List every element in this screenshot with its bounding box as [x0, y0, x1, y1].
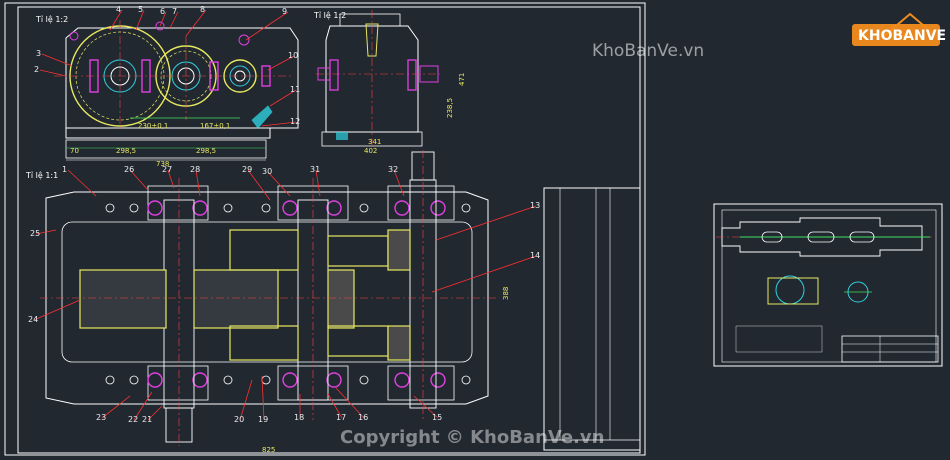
part-number-label: 17: [336, 413, 346, 422]
leader-line: [269, 89, 297, 107]
leader-line: [101, 395, 131, 419]
part-number-label: 23: [96, 413, 106, 422]
leader-line: [247, 169, 271, 201]
leader-line: [167, 169, 175, 189]
leader-line: [327, 393, 343, 419]
leader-line: [67, 169, 97, 197]
dimension-label: 230±0,1: [138, 122, 168, 130]
dimension-label: 167±0,1: [200, 122, 230, 130]
part-number-label: 5: [138, 5, 143, 14]
part-number-label: 16: [358, 413, 368, 422]
leader-line: [431, 255, 537, 293]
part-number-label: 13: [530, 201, 540, 210]
part-number-label: 11: [290, 85, 300, 94]
part-number-label: 15: [432, 413, 442, 422]
part-number-label: 14: [530, 251, 540, 260]
leader-line: [267, 55, 295, 71]
plan-view: [40, 150, 496, 446]
main-sheet: [4, 2, 646, 456]
dimension-label: 471: [458, 73, 466, 86]
part-number-label: 8: [200, 5, 205, 14]
part-number-label: 27: [162, 165, 172, 174]
leader-line: [393, 169, 405, 197]
scale-labels: Tỉ lệ 1:2 Tỉ lệ 1:2 Tỉ lệ 1:1: [25, 10, 346, 180]
front-view: [54, 20, 299, 161]
leader-line: [261, 121, 297, 127]
part-number-label: 25: [30, 229, 40, 238]
scale-label: Tỉ lệ 1:1: [25, 170, 58, 180]
part-number-label: 4: [116, 5, 121, 14]
part-number-label: 29: [242, 165, 252, 174]
part-number-label: 28: [190, 165, 200, 174]
leader-line: [239, 379, 253, 421]
side-view: [316, 10, 440, 150]
part-number-label: 32: [388, 165, 398, 174]
leader-line: [169, 11, 179, 29]
leader-line: [129, 169, 149, 191]
part-number-label: 24: [28, 315, 38, 324]
khobanve-logo: KHOBANVE: [852, 12, 946, 46]
leader-line: [33, 299, 81, 321]
part-number-label: 7: [172, 7, 177, 16]
shaft-detail-sheet: [713, 203, 943, 367]
leader-line: [109, 9, 123, 31]
dimension-label: 298,5: [116, 147, 136, 155]
leader-line: [135, 9, 145, 31]
part-number-label: 2: [34, 65, 39, 74]
part-number-label: 12: [290, 117, 300, 126]
scale-label: Tỉ lệ 1:2: [313, 10, 346, 20]
part-number-label: 22: [128, 415, 138, 424]
part-number-label: 31: [310, 165, 320, 174]
leader-line: [35, 229, 57, 235]
dimension-label: 825: [262, 446, 275, 454]
logo-text: KHOBANVE: [858, 28, 946, 44]
leader-line: [185, 9, 207, 37]
watermark-copyright: Copyright © KhoBanVe.vn: [340, 427, 604, 448]
dimension-labels: 230±0,1 167±0,1 70 298,5 298,5 738 471 238,5 341…: [70, 73, 510, 454]
part-number-label: 26: [124, 165, 134, 174]
parts-list-table: [543, 187, 641, 451]
dimension-label: 298,5: [196, 147, 216, 155]
part-number-label: 19: [258, 415, 268, 424]
leader-line: [267, 171, 291, 197]
dimension-label: 341: [368, 138, 381, 146]
leader-line: [335, 387, 365, 419]
part-number-label: 10: [288, 51, 298, 60]
leader-line: [133, 391, 153, 421]
dimension-label: 402: [364, 147, 377, 155]
part-number-label: 18: [294, 413, 304, 422]
dimension-label: 70: [70, 147, 79, 155]
part-number-label: 3: [36, 49, 41, 58]
part-number-label: 6: [160, 7, 165, 16]
leader-line: [261, 375, 265, 421]
part-number-label: 30: [262, 167, 272, 176]
watermark-site: KhoBanVe.vn: [592, 41, 704, 61]
dimension-label: 388: [502, 287, 510, 300]
part-number-label: 20: [234, 415, 244, 424]
leader-line: [39, 69, 67, 77]
leader-line: [147, 405, 163, 421]
leader-line: [195, 169, 201, 197]
leader-line: [435, 205, 537, 241]
leader-line: [159, 11, 167, 27]
part-number-label: 9: [282, 7, 287, 16]
scale-label: Tỉ lệ 1:2: [35, 14, 68, 24]
part-number-label: 1: [62, 165, 67, 174]
leader-line: [245, 11, 289, 41]
part-number-label: 21: [142, 415, 152, 424]
leader-line: [413, 395, 439, 419]
leader-line: [315, 169, 321, 197]
dimension-label: 738: [156, 160, 169, 168]
leader-line: [41, 53, 73, 67]
dimension-label: 238,5: [446, 98, 454, 118]
